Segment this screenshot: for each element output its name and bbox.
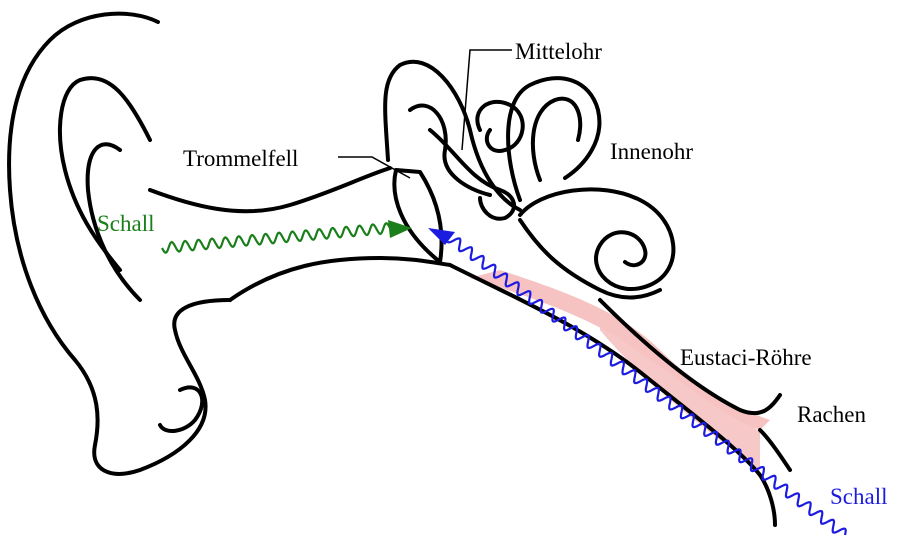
semicircular-canal-inner: [533, 99, 580, 180]
label-mittelohr: Mittelohr: [515, 40, 602, 63]
label-schall-throat: Schall: [830, 485, 888, 508]
cochlea-spiral: [520, 189, 673, 289]
ear-canal-upper: [150, 168, 390, 211]
middle-ear-wall: [385, 62, 520, 210]
label-rachen: Rachen: [797, 403, 866, 426]
sound-wave-outer: [162, 223, 390, 252]
eustachian-tube-fill-lower: [600, 310, 760, 470]
sound-wave-throat: [447, 236, 845, 535]
label-innenohr: Innenohr: [610, 140, 693, 163]
semicircular-canal-loop: [477, 102, 522, 151]
auricle-lobe-curve: [160, 387, 202, 431]
eardrum: [394, 170, 441, 262]
eustachian-tube-lower-wall: [450, 265, 775, 525]
semicircular-canal-outer: [508, 78, 599, 200]
label-schall-outer: Schall: [97, 212, 155, 235]
sound-arrowhead-outer: [388, 220, 412, 238]
auricle-inner-fold: [60, 78, 150, 270]
pharynx-wall: [760, 430, 790, 470]
label-trommelfell: Trommelfell: [183, 147, 298, 170]
ear-canal-lower: [230, 258, 450, 300]
label-eustachi: Eustaci-Röhre: [680, 346, 812, 369]
